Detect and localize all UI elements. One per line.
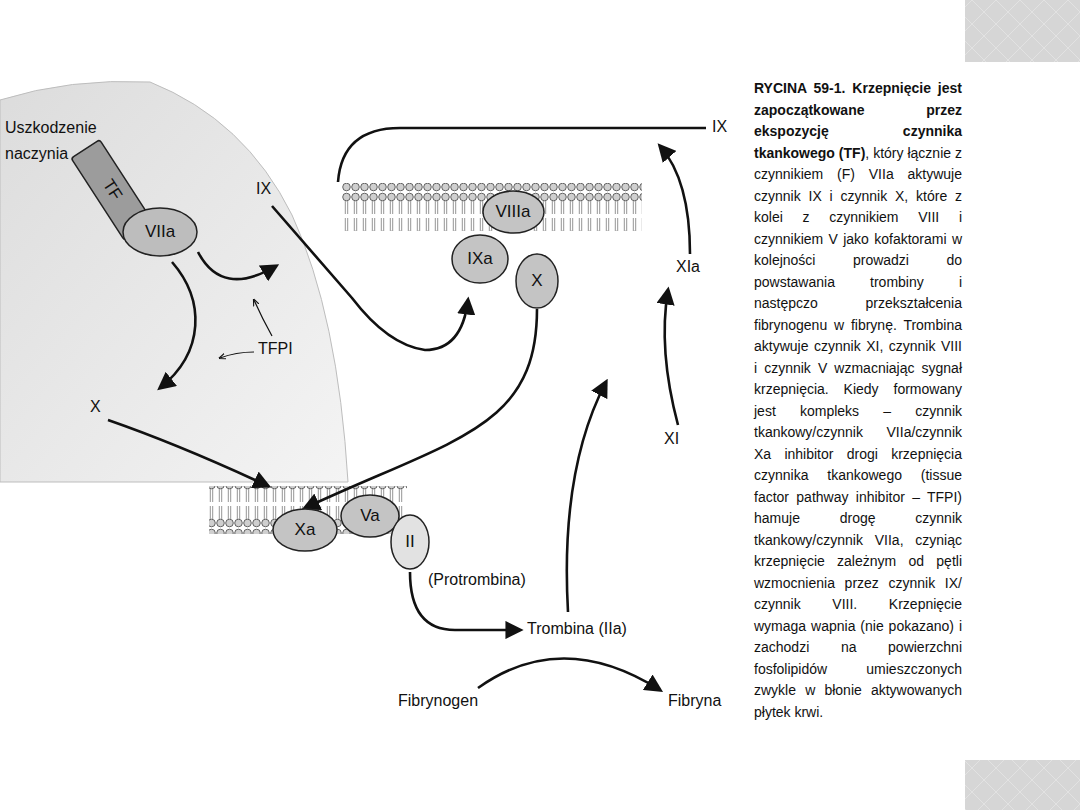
factor-label: IX — [712, 118, 727, 136]
factor-label: X — [90, 398, 101, 416]
node-shape — [391, 515, 429, 569]
factor-ellipse: IXa — [451, 234, 509, 284]
factor-label: IX — [256, 180, 271, 198]
factor-name: Va — [360, 506, 380, 526]
activation-arrow — [198, 252, 276, 279]
factor-name: IXa — [467, 249, 493, 269]
node-shape — [516, 254, 558, 308]
activation-arrow — [108, 420, 268, 486]
activation-arrow — [272, 206, 468, 350]
slide-decoration — [965, 760, 1080, 810]
feedback-loop — [338, 128, 706, 182]
inhibition-arrow — [254, 300, 272, 336]
activation-arrow — [160, 262, 195, 388]
fibrinogen-label: Fibrynogen — [398, 692, 478, 710]
factor-label: XIa — [676, 258, 700, 276]
node-shape — [341, 495, 399, 537]
activation-arrow — [660, 146, 690, 254]
factor-name: II — [405, 532, 414, 552]
activation-arrow — [665, 290, 678, 425]
activation-arrow — [305, 309, 537, 508]
factor-ellipse: VIIa — [122, 207, 198, 257]
factor-name: VIIa — [145, 222, 175, 242]
reaction-arrows — [108, 128, 706, 690]
prothrombin-label: (Protrombina) — [428, 571, 526, 589]
figure-caption: RYCINA 59-1. Krzepnięcie jest zapoczątko… — [754, 78, 962, 723]
node-shape — [452, 235, 508, 283]
damaged-vessel-cell — [0, 81, 348, 482]
fibrin-label: Fibryna — [668, 692, 721, 710]
inhibition-arrow — [220, 352, 254, 358]
prothrombin-ellipse: II — [390, 514, 430, 570]
caption-text: , który łącznie z czynnikiem (F) VIIa ak… — [754, 145, 962, 720]
inhibitor-label: TFPI — [258, 340, 293, 358]
node-shape — [123, 208, 197, 256]
conversion-arrow — [478, 658, 660, 690]
node-shape — [483, 191, 544, 233]
thrombin-label: Trombina (IIa) — [527, 620, 627, 638]
factor-ellipse: Va — [340, 494, 400, 538]
node-shape — [273, 509, 337, 551]
slide-decoration — [965, 0, 1080, 62]
activation-arrow — [567, 382, 606, 612]
factor-name: VIIIa — [496, 202, 531, 222]
factor-label: XI — [664, 430, 679, 448]
factor-ellipse: Xa — [272, 508, 338, 552]
factor-ellipse: VIIIa — [482, 190, 545, 234]
vessel-injury-label: Uszkodzenie naczynia — [5, 115, 105, 167]
factor-name: X — [531, 271, 542, 291]
factor-name: Xa — [295, 520, 316, 540]
factor-ellipse: X — [515, 253, 559, 309]
